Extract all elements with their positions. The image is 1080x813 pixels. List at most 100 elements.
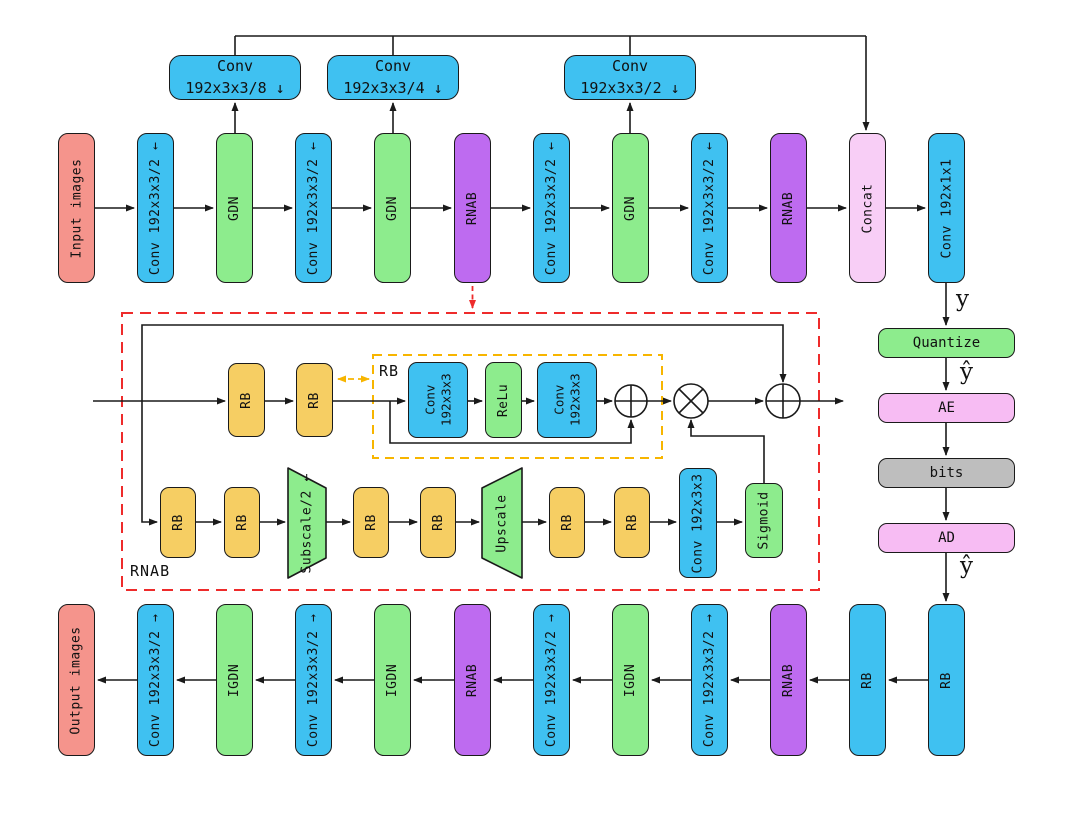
block-label: Conv 192x3x3/2 ↓ bbox=[148, 138, 164, 275]
skip-conv-label-line2: 192x3x3/4 ↓ bbox=[343, 78, 443, 97]
rnab-bottom-rb-block: RB bbox=[420, 487, 456, 558]
add-operator-icon bbox=[614, 384, 648, 418]
rnab-bottom-rb-block: RB bbox=[353, 487, 389, 558]
block-label: RB bbox=[939, 671, 954, 689]
block-label: Conv 192x3x3/2 ↑ bbox=[148, 610, 164, 747]
skip-conv-label-line1: Conv bbox=[374, 56, 412, 75]
skip-conv-4-block: Conv 192x3x3/4 ↓ bbox=[327, 55, 459, 100]
encoder-gdn-block: GDN bbox=[374, 133, 411, 283]
multiply-operator-icon bbox=[673, 383, 709, 419]
encoder-conv-block: Conv 192x3x3/2 ↓ bbox=[691, 133, 728, 283]
quantize-block: Quantize bbox=[878, 328, 1015, 358]
block-label: RB bbox=[239, 391, 254, 409]
decoder-conv-block: Conv 192x3x3/2 ↑ bbox=[691, 604, 728, 756]
block-label: IGDN bbox=[385, 663, 400, 697]
skip-conv-label-line1: Conv bbox=[611, 56, 649, 75]
block-label: GDN bbox=[226, 195, 242, 221]
subscale-trapezoid bbox=[287, 467, 327, 579]
block-label: Sigmoid bbox=[756, 491, 772, 550]
skip-conv-label-line1: Conv bbox=[216, 56, 254, 75]
rnab-upscale-block: Upscale bbox=[482, 468, 522, 578]
block-label: Conv 192x3x3/2 ↑ bbox=[702, 610, 718, 747]
block-label: GDN bbox=[622, 195, 638, 221]
encoder-conv-block: Conv 192x3x3/2 ↓ bbox=[295, 133, 332, 283]
arithmetic-encoder-block: AE bbox=[878, 393, 1015, 423]
decoder-igdn-block: IGDN bbox=[216, 604, 253, 756]
add-operator-icon bbox=[765, 383, 801, 419]
block-label: AD bbox=[938, 530, 955, 546]
block-label: RB bbox=[363, 514, 379, 531]
block-label: RB bbox=[234, 514, 250, 531]
block-label: Conv 192x3x3/2 ↓ bbox=[544, 138, 560, 275]
latent-yhat-label: ŷ bbox=[960, 553, 973, 579]
encoder-gdn-block: GDN bbox=[612, 133, 649, 283]
block-label: AE bbox=[938, 400, 955, 416]
block-label: Conv 192x1x1 bbox=[939, 158, 955, 258]
upscale-trapezoid bbox=[481, 467, 523, 579]
encoder-skip-lines bbox=[231, 35, 870, 133]
rnab-dashed-box bbox=[121, 312, 820, 591]
block-label: IGDN bbox=[227, 663, 242, 697]
block-label: RNAB bbox=[781, 663, 796, 697]
block-label: Conv 192x3x3/2 ↓ bbox=[702, 138, 718, 275]
decoder-conv-block: Conv 192x3x3/2 ↑ bbox=[295, 604, 332, 756]
block-label: Concat bbox=[860, 183, 875, 233]
encoder-gdn-block: GDN bbox=[216, 133, 253, 283]
decoder-igdn-block: IGDN bbox=[374, 604, 411, 756]
rnab-subscale-block: Subscale/2 ↓ bbox=[288, 468, 326, 578]
encoder-conv1x1-block: Conv 192x1x1 bbox=[928, 133, 965, 283]
block-label: Conv 192x3x3 bbox=[690, 473, 706, 573]
block-label: bits bbox=[929, 465, 964, 481]
block-label: RB bbox=[860, 671, 875, 689]
decoder-conv-block: Conv 192x3x3/2 ↑ bbox=[533, 604, 570, 756]
bits-block: bits bbox=[878, 458, 1015, 488]
decoder-rb-block: RB bbox=[928, 604, 965, 756]
encoder-concat-block: Concat bbox=[849, 133, 886, 283]
block-label: Output images bbox=[69, 625, 84, 735]
decoder-igdn-block: IGDN bbox=[612, 604, 649, 756]
rnab-bottom-rb-block: RB bbox=[160, 487, 196, 558]
block-label: ReLu bbox=[496, 383, 511, 417]
rb-detail-relu-block: ReLu bbox=[485, 362, 522, 438]
latent-y-label: y bbox=[956, 286, 969, 312]
block-label: GDN bbox=[384, 195, 400, 221]
encoder-rnab-block: RNAB bbox=[770, 133, 807, 283]
block-label: RNAB bbox=[781, 191, 796, 225]
rb-box-label: RB bbox=[379, 362, 400, 380]
decoder-output-images-block: Output images bbox=[58, 604, 95, 756]
rnab-bottom-rb-block: RB bbox=[549, 487, 585, 558]
decoder-conv-block: Conv 192x3x3/2 ↑ bbox=[137, 604, 174, 756]
rnab-conv-block: Conv 192x3x3 bbox=[679, 468, 717, 578]
rnab-middle-rb-block: RB bbox=[228, 363, 265, 437]
block-label: Conv 192x3x3/2 ↑ bbox=[306, 610, 322, 747]
encoder-input-images-block: Input images bbox=[58, 133, 95, 283]
block-label: Subscale/2 ↓ bbox=[299, 469, 315, 573]
block-label: RB bbox=[430, 514, 446, 531]
block-label: RB bbox=[170, 514, 186, 531]
block-label: Conv 192x3x3/2 ↓ bbox=[306, 138, 322, 275]
block-label: Quantize bbox=[912, 335, 981, 351]
rnab-middle-rb-block: RB bbox=[296, 363, 333, 437]
rnab-bottom-rb-block: RB bbox=[224, 487, 260, 558]
decoder-rnab-block: RNAB bbox=[770, 604, 807, 756]
block-label: Input images bbox=[69, 158, 85, 258]
decoder-rnab-block: RNAB bbox=[454, 604, 491, 756]
rnab-sigmoid-block: Sigmoid bbox=[745, 483, 783, 558]
encoder-rnab-block: RNAB bbox=[454, 133, 491, 283]
block-label: RB bbox=[307, 391, 322, 409]
skip-conv-2-block: Conv 192x3x3/2 ↓ bbox=[564, 55, 696, 100]
arithmetic-decoder-block: AD bbox=[878, 523, 1015, 553]
block-label: Upscale bbox=[494, 493, 510, 553]
rnab-bottom-rb-block: RB bbox=[614, 487, 650, 558]
block-label: RB bbox=[624, 514, 640, 531]
latent-yhat-label: ŷ bbox=[960, 359, 973, 385]
skip-conv-8-block: Conv 192x3x3/8 ↓ bbox=[169, 55, 301, 100]
block-label: RNAB bbox=[465, 663, 480, 697]
encoder-conv-block: Conv 192x3x3/2 ↓ bbox=[137, 133, 174, 283]
